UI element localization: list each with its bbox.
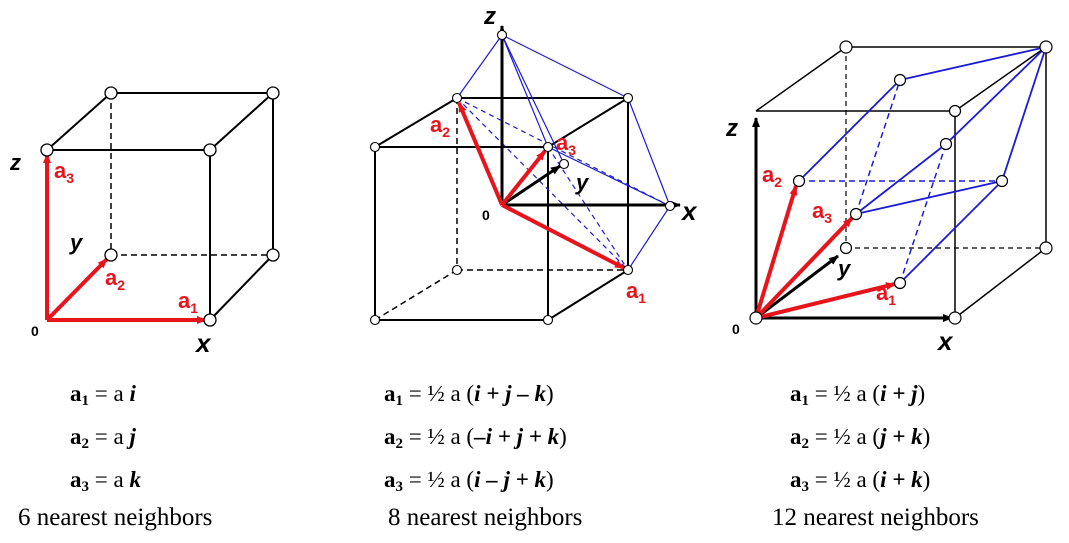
equation-a2: a2 = a j bbox=[70, 424, 136, 452]
equation-a3: a3 = ½ a (i – j + k) bbox=[384, 467, 554, 495]
vector-label-a1: a1 bbox=[178, 288, 198, 316]
primitive-vectors bbox=[43, 153, 207, 324]
bcc-diagram: z y x 0 a2 a3 a1 bbox=[369, 3, 698, 326]
z-axis-label: z bbox=[9, 150, 21, 175]
vector-label-a1: a1 bbox=[876, 280, 896, 308]
cartesian-axes bbox=[752, 117, 953, 322]
equation-a3: a3 = a k bbox=[70, 467, 141, 495]
cube-edges-solid bbox=[755, 46, 1047, 319]
cartesian-axes bbox=[498, 25, 681, 209]
equation-a1: a1 = a i bbox=[70, 381, 136, 409]
primitive-cell-hidden bbox=[799, 79, 1002, 284]
vector-label-a3: a3 bbox=[556, 130, 576, 158]
vector-label-a3: a3 bbox=[54, 158, 74, 186]
origin-label: 0 bbox=[482, 207, 490, 223]
y-axis-label: y bbox=[575, 170, 590, 195]
x-axis-label: x bbox=[680, 196, 698, 226]
conventional-cell-edges bbox=[456, 34, 671, 271]
lattice-points bbox=[369, 29, 676, 326]
primitive-cell-edges bbox=[798, 46, 1047, 284]
z-axis-label: z bbox=[483, 3, 496, 30]
vector-label-a1: a1 bbox=[626, 278, 646, 306]
y-axis-label: y bbox=[837, 256, 852, 281]
bcc-equations: a1 = ½ a (i + j – k) a2 = ½ a (–i + j + … bbox=[384, 376, 567, 505]
primitive-vectors bbox=[457, 102, 625, 270]
bcc-caption: 8 nearest neighbors bbox=[388, 504, 583, 531]
equation-a2: a2 = ½ a (–i + j + k) bbox=[384, 424, 567, 452]
lattice-points bbox=[749, 40, 1053, 325]
cube-edges bbox=[374, 97, 629, 321]
cube-edges bbox=[46, 92, 274, 321]
primitive-vectors bbox=[754, 185, 896, 320]
z-axis-label: z bbox=[725, 115, 738, 142]
lattice-points bbox=[40, 86, 280, 327]
equation-a3: a3 = ½ a (i + k) bbox=[790, 467, 931, 495]
vector-label-a3: a3 bbox=[812, 198, 832, 226]
cube-edges-hidden bbox=[845, 47, 1046, 249]
hidden-edges bbox=[374, 98, 628, 321]
vector-label-a2: a2 bbox=[430, 112, 450, 140]
origin-label: 0 bbox=[31, 323, 39, 339]
y-axis-label: y bbox=[69, 230, 84, 255]
equation-a2: a2 = ½ a (j + k) bbox=[790, 424, 931, 452]
origin-label: 0 bbox=[732, 321, 740, 337]
x-axis-label: x bbox=[194, 328, 212, 358]
x-axis-label: x bbox=[936, 326, 954, 356]
vector-label-a2: a2 bbox=[762, 162, 782, 190]
sc-equations: a1 = a i a2 = a j a3 = a k bbox=[70, 376, 141, 505]
simple-cubic-diagram: z y x 0 a3 a2 a1 bbox=[9, 86, 280, 358]
fcc-caption: 12 nearest neighbors bbox=[772, 504, 979, 531]
sc-caption: 6 nearest neighbors bbox=[18, 504, 213, 531]
fcc-diagram: z y x 0 a2 a3 a1 bbox=[725, 40, 1053, 356]
fcc-equations: a1 = ½ a (i + j) a2 = ½ a (j + k) a3 = ½… bbox=[790, 376, 930, 505]
equation-a1: a1 = ½ a (i + j – k) bbox=[384, 381, 554, 409]
equation-a1: a1 = ½ a (i + j) bbox=[790, 381, 926, 409]
vector-label-a2: a2 bbox=[105, 265, 125, 293]
